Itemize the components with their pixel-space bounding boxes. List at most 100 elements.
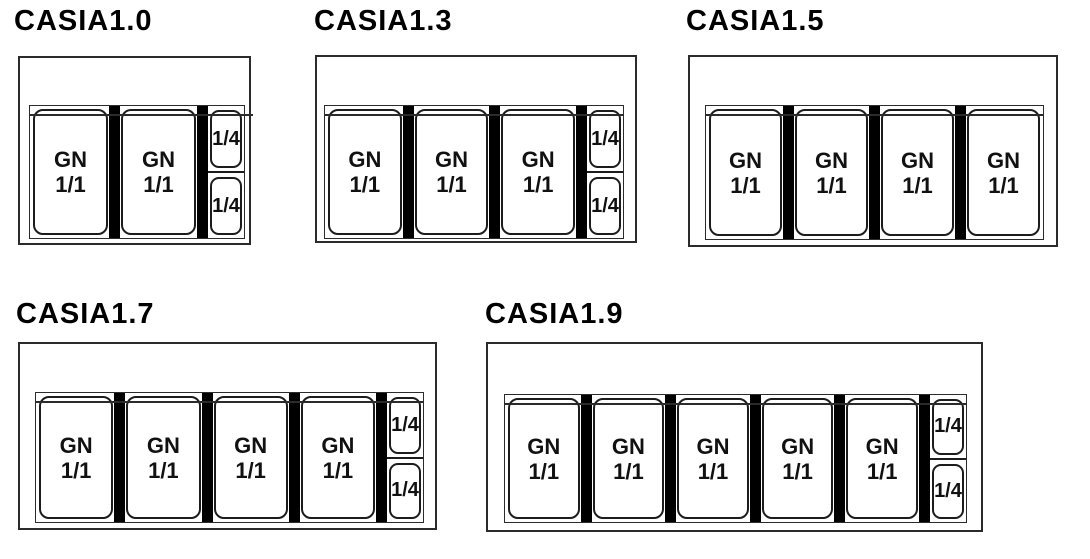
model-title-casia-1-0: CASIA1.0: [14, 5, 153, 37]
gn-pan-label-line1: GN: [987, 147, 1020, 173]
gn-pan-label-line1: GN: [59, 432, 93, 458]
gn-1-4-pan: 1/4: [589, 110, 622, 168]
gn-pan-label-line1: GN: [146, 432, 180, 458]
pan-divider-bar: [834, 395, 846, 522]
pan-divider-bar: [918, 395, 930, 522]
model-title-casia-1-3: CASIA1.3: [314, 5, 453, 37]
gn-pan-label-line1: GN: [321, 432, 355, 458]
gn-pan-label-line1: GN: [901, 147, 934, 173]
pan-divider-bar: [783, 106, 794, 239]
quarter-pan-label: 1/4: [212, 194, 240, 217]
pan-divider-bar: [197, 106, 208, 238]
quarter-pan-label: 1/4: [391, 479, 419, 502]
gn-pan-label-line1: GN: [54, 147, 87, 172]
pan-divider-bar: [955, 106, 966, 239]
gn-pan-label-line2: 1/1: [436, 172, 467, 197]
quarter-pan-column: 1/4 1/4: [587, 106, 624, 238]
gn-1-4-pan: 1/4: [931, 399, 964, 455]
quarter-pan-cell: 1/4: [387, 459, 423, 523]
gn-pan-label-line2: 1/1: [349, 172, 381, 197]
gn-pan-label-line1: GN: [815, 147, 848, 173]
gn-1-4-pan: 1/4: [589, 177, 622, 235]
quarter-pan-label: 1/4: [934, 479, 962, 502]
gn-pan-label-line1: GN: [527, 433, 561, 459]
pan-divider-bar: [869, 106, 880, 239]
gn-1-4-pan: 1/4: [931, 463, 964, 519]
gn-pan-label-line1: GN: [435, 147, 468, 172]
quarter-pan-cell: 1/4: [208, 106, 244, 173]
gn-1-4-pan: 1/4: [389, 397, 421, 454]
gn-pan-label-line1: GN: [234, 432, 268, 458]
pan-divider-bar: [402, 106, 414, 238]
gn-pan-label-line1: GN: [142, 147, 175, 172]
tray-rim-line: [36, 401, 423, 403]
gn-pan-label-line1: GN: [348, 147, 382, 172]
gn-pan-label-line2: 1/1: [988, 172, 1019, 198]
quarter-pan-cell: 1/4: [930, 460, 966, 523]
gn-1-4-pan: 1/4: [389, 462, 421, 519]
gn-pan-label-line2: 1/1: [55, 172, 86, 197]
gn-pan-label-line2: 1/1: [782, 458, 813, 484]
tray-rim-line: [505, 403, 966, 405]
quarter-pan-cell: 1/4: [208, 173, 244, 238]
gn-pan-label-line1: GN: [865, 433, 899, 459]
gn-pan-label-line2: 1/1: [322, 457, 354, 483]
quarter-pan-column: 1/4 1/4: [208, 106, 244, 238]
quarter-pan-cell: 1/4: [587, 106, 624, 173]
pan-divider-bar: [749, 395, 761, 522]
tray-rim-line: [325, 114, 623, 116]
gn-pan-label-line1: GN: [521, 147, 555, 172]
gn-pan-label-line2: 1/1: [522, 172, 554, 197]
pan-divider-bar: [576, 106, 588, 238]
quarter-pan-label: 1/4: [591, 194, 619, 217]
gn-pan-label-line2: 1/1: [730, 172, 761, 198]
gn-pan-label-line2: 1/1: [697, 458, 729, 484]
pan-divider-bar: [580, 395, 592, 522]
quarter-pan-label: 1/4: [934, 415, 962, 438]
quarter-pan-cell: 1/4: [587, 173, 623, 238]
tray-rim-line: [706, 114, 1043, 116]
pan-divider-bar: [665, 395, 677, 522]
pan-divider-bar: [114, 393, 126, 522]
quarter-pan-cell: 1/4: [929, 395, 966, 460]
tray-rim-line: [30, 114, 253, 116]
gn-pan-label-line2: 1/1: [866, 458, 898, 484]
gn-pan-label-line2: 1/1: [902, 172, 933, 198]
quarter-pan-cell: 1/4: [387, 393, 423, 459]
gn-pan-label-line1: GN: [696, 433, 730, 459]
quarter-pan-column: 1/4 1/4: [387, 393, 423, 522]
model-title-casia-1-5: CASIA1.5: [686, 5, 825, 37]
gn-pan-label-line1: GN: [729, 147, 762, 173]
pan-divider-bar: [376, 393, 387, 522]
gn-1-4-pan: 1/4: [210, 110, 242, 168]
gn-pan-label-line2: 1/1: [235, 457, 266, 483]
gn-pan-label-line2: 1/1: [148, 457, 179, 483]
gn-pan-label-line1: GN: [781, 433, 815, 459]
quarter-pan-label: 1/4: [591, 127, 619, 150]
pan-divider-bar: [489, 106, 501, 238]
quarter-pan-label: 1/4: [212, 127, 240, 150]
gn-pan-label-line2: 1/1: [528, 458, 560, 484]
gn-1-4-pan: 1/4: [210, 177, 242, 235]
